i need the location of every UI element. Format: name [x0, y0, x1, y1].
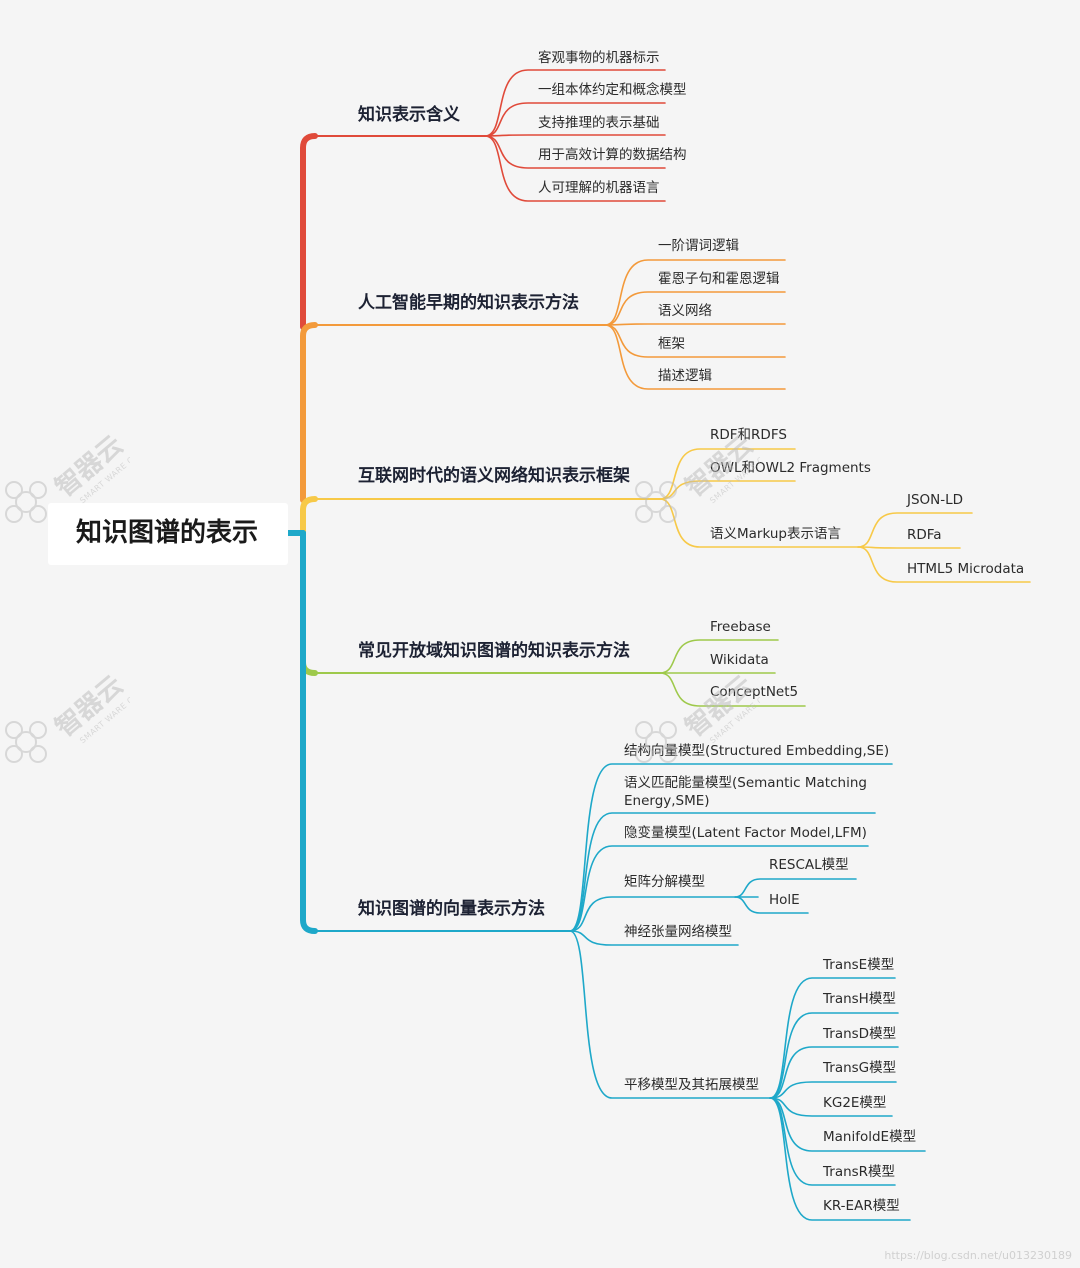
footer-url: https://blog.csdn.net/u013230189: [884, 1249, 1072, 1262]
root-node-box[interactable]: [48, 503, 288, 565]
root-node-label: 知识图谱的表示: [76, 518, 259, 548]
link-blue-trans-2-0: [769, 1046, 899, 1099]
node-frames[interactable]: 框架: [658, 336, 685, 352]
node-transr[interactable]: TransR模型: [823, 1164, 896, 1180]
node-wikidata[interactable]: Wikidata: [710, 652, 769, 668]
node-transg[interactable]: TransG模型: [823, 1060, 897, 1076]
link-blue-1-0: [569, 812, 876, 932]
link-red-1: [484, 102, 666, 137]
node-machine-marking[interactable]: 客观事物的机器标示: [538, 50, 660, 66]
node-html5-microdata[interactable]: HTML5 Microdata: [907, 561, 1025, 577]
trunk-yellow: [300, 496, 318, 536]
node-neural-tensor-network[interactable]: 神经张量网络模型: [624, 924, 732, 940]
node-matrix-factorization[interactable]: 矩阵分解模型: [624, 874, 705, 890]
link-orange-2: [604, 323, 786, 326]
node-machine-language[interactable]: 人可理解的机器语言: [538, 180, 660, 196]
watermark-logo: 智器云 SMART WARE CLOUD: [635, 670, 760, 763]
node-translation-models[interactable]: 平移模型及其拓展模型: [624, 1077, 759, 1093]
link-blue-2-0: [569, 845, 869, 932]
link-blue-rescal-0: [734, 878, 857, 898]
link-blue-trans-3-0: [769, 1081, 897, 1099]
node-data-structure[interactable]: 用于高效计算的数据结构: [538, 147, 687, 163]
link-orange-0: [604, 259, 786, 326]
node-rescal[interactable]: RESCAL模型: [769, 857, 849, 873]
node-kg2e[interactable]: KG2E模型: [823, 1095, 887, 1111]
link-blue-trans-7-0: [769, 1097, 911, 1221]
link-orange-3: [604, 324, 786, 358]
node-transh[interactable]: TransH模型: [823, 991, 896, 1007]
link-red-2: [484, 134, 666, 137]
branch-early-ai-methods[interactable]: 人工智能早期的知识表示方法: [358, 293, 579, 313]
node-description-logic[interactable]: 描述逻辑: [658, 368, 712, 384]
link-blue-5-0: [569, 930, 771, 1099]
node-json-ld[interactable]: JSON-LD: [907, 492, 964, 508]
link-orange-4: [604, 324, 786, 390]
link-yellow-sub2-0: [857, 546, 961, 549]
link-blue-trans-1-0: [769, 1012, 899, 1099]
link-blue-0-0: [569, 763, 893, 932]
link-orange-1: [604, 291, 786, 326]
node-transd[interactable]: TransD模型: [823, 1026, 897, 1042]
watermark-logo: 智器云 SMART WARE CLOUD: [5, 670, 130, 763]
branch-knowledge-representation-meaning[interactable]: 知识表示含义: [358, 105, 460, 125]
trunk-blue: [300, 530, 318, 934]
node-latent-factor-model[interactable]: 隐变量模型(Latent Factor Model,LFM): [624, 825, 867, 841]
node-first-order-logic[interactable]: 一阶谓词逻辑: [658, 238, 739, 254]
node-conceptnet5[interactable]: ConceptNet5: [710, 684, 799, 700]
link-red-0: [484, 69, 666, 137]
link-green-2-0: [659, 672, 806, 707]
link-blue-trans-4-0: [769, 1097, 893, 1117]
node-rdfa[interactable]: RDFa: [907, 527, 942, 543]
link-red-3: [484, 135, 666, 169]
link-blue-trans-0-0: [769, 977, 896, 1099]
node-structured-embedding[interactable]: 结构向量模型(Structured Embedding,SE): [624, 743, 890, 759]
trunk-red: [300, 133, 318, 330]
link-blue-4-0: [569, 930, 739, 946]
node-semantic-matching-energy[interactable]: 语义匹配能量模型(Semantic Matching Energy,SME): [624, 775, 867, 809]
node-markup-languages[interactable]: 语义Markup表示语言: [710, 526, 841, 542]
node-rdf-rdfs[interactable]: RDF和RDFS: [710, 427, 787, 443]
node-transe[interactable]: TransE模型: [823, 957, 895, 973]
node-manifolde[interactable]: ManifoldE模型: [823, 1129, 917, 1145]
link-yellow-sub3-0: [857, 546, 1031, 583]
watermark-logo: 智器云 SMART WARE CLOUD: [5, 430, 130, 523]
branch-semantic-web-frameworks[interactable]: 互联网时代的语义网络知识表示框架: [358, 466, 630, 486]
node-semantic-network[interactable]: 语义网络: [658, 303, 712, 319]
node-owl[interactable]: OWL和OWL2 Fragments: [710, 460, 871, 476]
link-blue-3-0: [569, 896, 759, 932]
watermark-logo: 智器云 SMART WARE CLOUD: [635, 430, 760, 523]
node-reasoning-basis[interactable]: 支持推理的表示基础: [538, 115, 660, 131]
node-freebase[interactable]: Freebase: [710, 619, 771, 635]
trunk-orange: [300, 322, 318, 503]
node-horn-clauses[interactable]: 霍恩子句和霍恩逻辑: [658, 271, 780, 287]
branch-open-domain-kg-methods[interactable]: 常见开放域知识图谱的知识表示方法: [358, 641, 630, 661]
link-red-4: [484, 135, 666, 202]
node-ontology-conventions[interactable]: 一组本体约定和概念模型: [538, 82, 687, 98]
link-blue-hole-0: [734, 896, 809, 914]
node-kr-ear[interactable]: KR-EAR模型: [823, 1198, 900, 1214]
link-green-0-0: [659, 639, 779, 674]
node-hole[interactable]: HolE: [769, 892, 800, 908]
branch-vector-representation[interactable]: 知识图谱的向量表示方法: [358, 899, 545, 919]
link-yellow-sub-0: [857, 512, 973, 548]
